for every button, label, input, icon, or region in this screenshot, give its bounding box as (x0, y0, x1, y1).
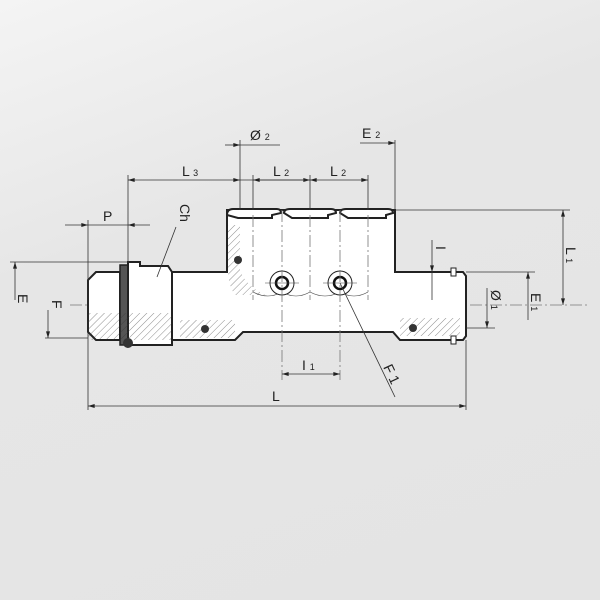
label-l: L (272, 388, 280, 404)
label-e2: E 2 (362, 125, 380, 141)
label-l1: L 1 (563, 247, 579, 263)
label-p: P (103, 208, 112, 224)
label-f: F (49, 300, 65, 309)
label-diameter-1: Ø 1 (488, 290, 504, 310)
label-e: E (15, 294, 31, 303)
label-e1: E 1 (528, 293, 544, 311)
label-ch: Ch (177, 204, 193, 222)
label-l3: L 3 (182, 163, 198, 179)
label-f1: F 1 (380, 362, 403, 387)
dimensions (10, 140, 570, 410)
label-i1: I 1 (302, 357, 315, 373)
label-diameter-2: Ø 2 (250, 127, 270, 143)
label-l2-second: L 2 (330, 163, 346, 179)
label-i: I (433, 246, 449, 250)
manifold-part (87, 208, 467, 380)
label-l2-first: L 2 (273, 163, 289, 179)
